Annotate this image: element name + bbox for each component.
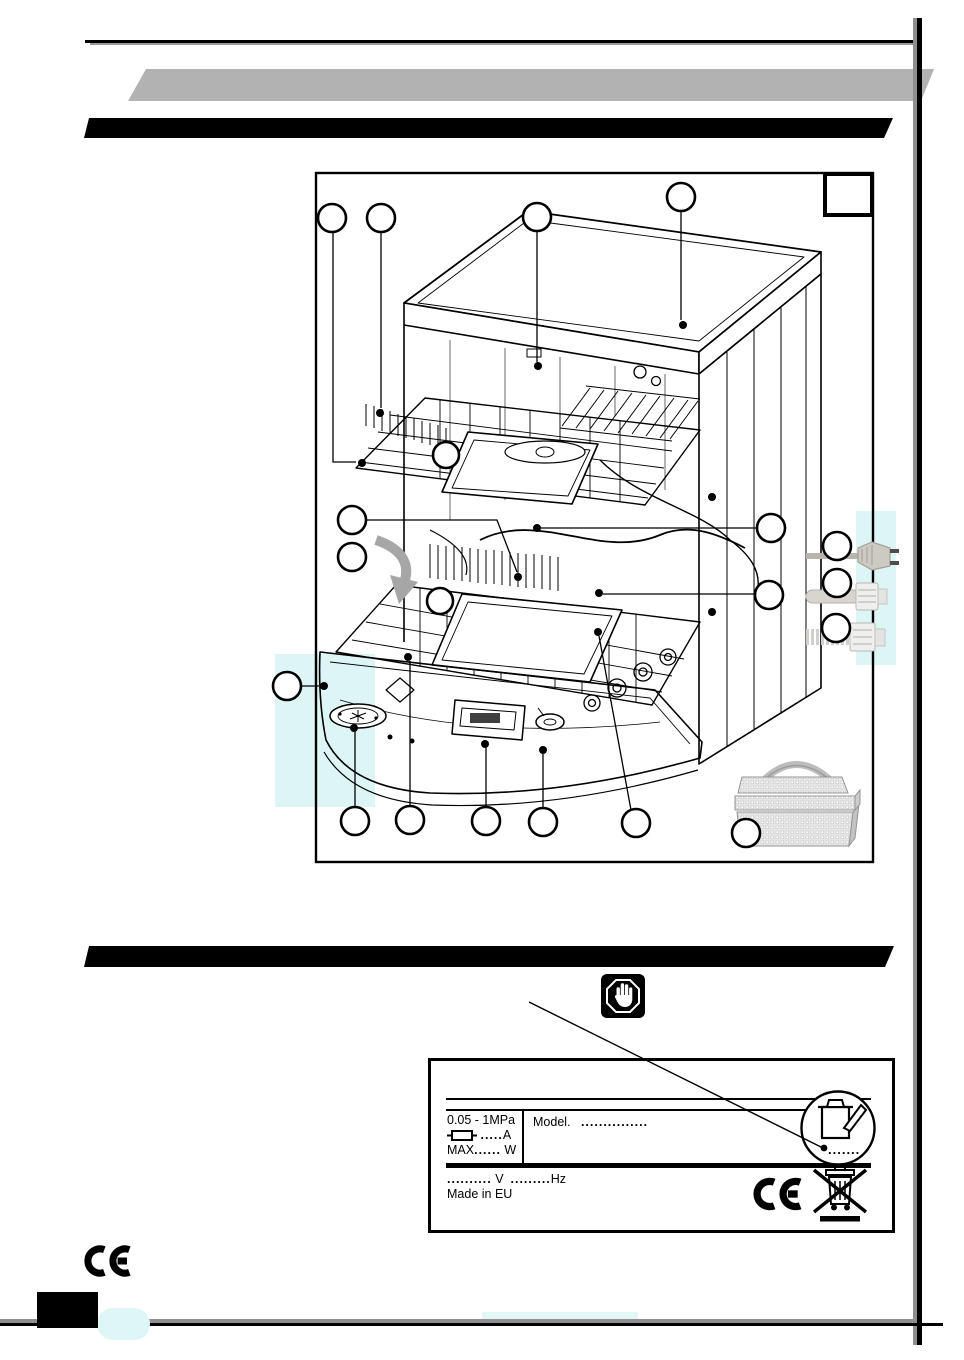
plate-rule: [446, 1098, 871, 1100]
callout-circle: [665, 181, 697, 213]
footer-rule-shadow: [0, 1319, 917, 1323]
callout-circle: [820, 612, 852, 644]
plate-leader-line: [528, 1001, 826, 1150]
callout-circle: [394, 804, 426, 836]
top-rule: [85, 40, 917, 43]
max-dots: ......: [474, 1143, 501, 1157]
top-rule-shadow: [90, 43, 917, 45]
section-title-bar-2: [84, 946, 894, 967]
right-margin-rule-shadow: [913, 18, 917, 1345]
pressure-rating: 0.05 - 1MPa: [447, 1113, 516, 1127]
diagram-frame: [314, 171, 875, 864]
max-unit: W: [500, 1143, 517, 1157]
ce-mark-footer-icon: [84, 1245, 131, 1277]
dishwasher-line-art: [318, 210, 822, 807]
rating-plate: 0.05 - 1MPa .....A MAX...... W Model. ..…: [428, 1058, 895, 1233]
callout-circle: [753, 579, 785, 611]
volt-dots: ..........: [447, 1172, 492, 1186]
max-label: MAX: [447, 1143, 475, 1157]
plate-ratings-cell: 0.05 - 1MPa .....A MAX...... W: [447, 1113, 516, 1158]
amps-unit: A: [502, 1128, 512, 1142]
callout-circle: [336, 541, 368, 573]
insert-arrow-icon: [374, 535, 418, 604]
origin-label: Made in EU: [447, 1187, 513, 1201]
callout-dots: [320, 321, 687, 754]
plate-rule: [446, 1109, 871, 1111]
section-title-bar: [84, 118, 893, 138]
plate-voltage-row: .......... V .........Hz: [447, 1172, 566, 1187]
callout-circle: [339, 805, 371, 837]
figure-number-box: [823, 172, 874, 217]
amps-dots: .....: [480, 1128, 503, 1142]
callout-circle: [316, 202, 348, 234]
highlight-footer-strip: [482, 1312, 638, 1320]
callout-circle: [470, 805, 502, 837]
plate-divider: [522, 1111, 524, 1165]
plate-model-cell: Model. ...............: [533, 1115, 648, 1130]
footer-highlight-pill: [97, 1308, 150, 1340]
right-margin-rule: [917, 18, 922, 1345]
callout-circle: [521, 201, 553, 233]
callout-circle: [336, 504, 368, 536]
callout-circle: [620, 807, 652, 839]
cutlery-basket-icon: [734, 761, 861, 848]
callout-circle: [755, 512, 787, 544]
model-label: Model.: [533, 1115, 571, 1129]
callout-leaders: [301, 211, 757, 811]
hz-dots: .........: [510, 1172, 551, 1186]
fuse-icon: [447, 1130, 477, 1142]
chapter-header-bar: [128, 69, 934, 101]
callout-circle: [271, 670, 303, 702]
callout-circle-handle: [431, 440, 461, 470]
volt-unit: V: [491, 1172, 508, 1186]
page-number-box: [37, 1292, 98, 1328]
callout-circle: [821, 530, 853, 562]
plate-thick-rule: [446, 1163, 871, 1168]
callout-circle: [730, 817, 762, 849]
hz-unit: Hz: [550, 1172, 567, 1186]
wheelie-bin-crossed-icon: [812, 1164, 868, 1222]
footer-rule: [0, 1323, 943, 1326]
stop-hand-icon: [601, 974, 645, 1018]
bin-dots: .......: [828, 1142, 860, 1157]
callout-circles: [271, 181, 853, 849]
callout-circle: [527, 806, 559, 838]
callout-circle: [365, 202, 397, 234]
callout-circle-handle: [425, 586, 455, 616]
model-dots: ...............: [580, 1115, 649, 1129]
callout-circle: [821, 567, 853, 599]
ce-mark-icon: [753, 1177, 802, 1211]
